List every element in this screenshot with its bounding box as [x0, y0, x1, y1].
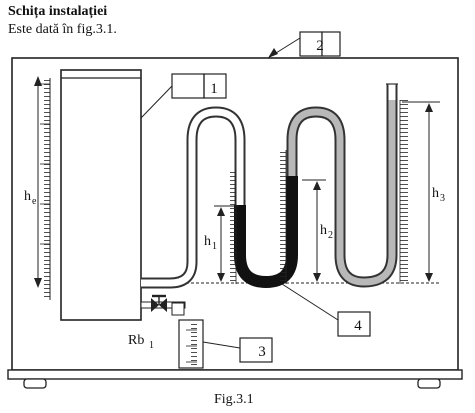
figure-caption: Fig.3.1: [214, 392, 254, 407]
h3-label-sub: 3: [440, 193, 445, 204]
callout-4-number: 4: [354, 318, 362, 334]
h3-label: h: [432, 186, 439, 201]
callout-4: 4: [337, 311, 371, 337]
h2-label: h: [320, 223, 327, 238]
h3-dimension: h 3: [402, 101, 445, 282]
rb1-label: Rb: [128, 333, 144, 348]
h1-dimension: h 1: [204, 205, 238, 282]
water-tank: [60, 69, 173, 321]
callout-2: 2: [267, 31, 341, 59]
callout-2-number: 2: [316, 38, 324, 54]
he-dimension: h e: [24, 76, 42, 288]
h2-dimension: h 2: [302, 179, 333, 282]
rb1-label-sub: 1: [149, 340, 154, 351]
h3-ruler: [399, 100, 408, 284]
h2-ruler: [280, 150, 287, 284]
callout-1-number: 1: [210, 81, 218, 97]
tube-assembly: [141, 83, 398, 321]
tank-ruler: [40, 78, 51, 300]
h1-label-sub: 1: [212, 241, 217, 252]
callout-3-number: 3: [258, 344, 266, 360]
h2-label-sub: 2: [328, 230, 333, 241]
diagram-subheading: Este dată în fig.3.1.: [8, 22, 117, 37]
valve-rb1: Rb 1: [128, 294, 186, 351]
callout-3: 3: [239, 337, 273, 363]
h1-label: h: [204, 234, 211, 249]
small-ruler: [178, 319, 241, 369]
h1-ruler: [230, 170, 237, 284]
diagram-heading: Schița instalației: [8, 4, 108, 19]
callout-1: 1: [171, 73, 227, 99]
he-label: h: [24, 189, 31, 204]
he-label-sub: e: [32, 196, 37, 207]
